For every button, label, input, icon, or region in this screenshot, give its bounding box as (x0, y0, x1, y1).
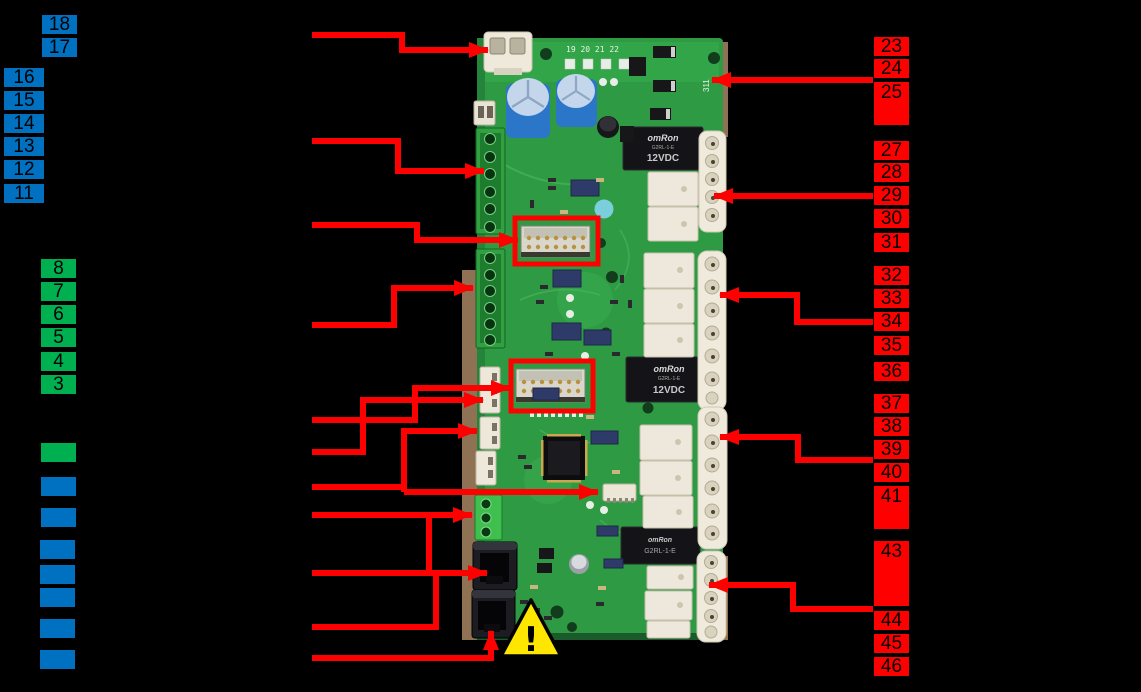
right-label-37: 37 (873, 393, 910, 414)
right-label-25: 25 (873, 81, 910, 126)
svg-text:G2RL-1-E: G2RL-1-E (652, 145, 675, 151)
green-terminal-2 (475, 248, 506, 349)
leader-left-2 (312, 138, 485, 179)
right-label-45: 45 (873, 633, 910, 654)
svg-text:!: ! (523, 620, 539, 660)
leader-right-5 (708, 577, 873, 612)
right-label-30: 30 (873, 208, 910, 229)
left-label-7: 7 (40, 281, 77, 302)
legend-swatch-blue-3 (39, 539, 76, 560)
black-connector-1 (472, 541, 518, 591)
right-label-35: 35 (873, 335, 910, 356)
right-connector-strips (696, 130, 728, 643)
legend-swatch-blue-7 (39, 649, 76, 670)
svg-text:omRon: omRon (648, 133, 679, 143)
right-label-41: 41 (873, 485, 910, 530)
legend-swatch-blue-4 (39, 564, 76, 585)
left-label-3: 3 (40, 374, 77, 395)
legend-swatch-blue-6 (39, 618, 76, 639)
left-label-8: 8 (40, 258, 77, 279)
left-label-11: 11 (3, 183, 45, 204)
microcontroller-chip (541, 434, 588, 483)
relay-black-3: omRon G2RL-1-E (620, 526, 701, 565)
right-label-27: 27 (873, 140, 910, 161)
svg-text:12VDC: 12VDC (647, 153, 679, 164)
left-label-5: 5 (40, 327, 77, 348)
right-label-36: 36 (873, 361, 910, 382)
legend-swatch-blue-2 (40, 507, 77, 528)
ribbon-connector-1 (520, 225, 591, 258)
leader-right-4 (719, 429, 873, 463)
leader-right-3 (719, 287, 873, 325)
capacitor-small (597, 116, 619, 138)
svg-text:omRon: omRon (648, 537, 672, 544)
leader-left-6 (312, 392, 484, 455)
left-label-13: 13 (3, 136, 45, 157)
right-label-46: 46 (873, 656, 910, 677)
white-connector-c (475, 450, 497, 486)
svg-text:omRon: omRon (654, 364, 685, 374)
left-label-4: 4 (40, 351, 77, 372)
silkscreen-top-text: 19 20 21 22 (566, 45, 619, 54)
left-label-15: 15 (3, 90, 45, 111)
black-connector-2 (471, 589, 516, 639)
right-label-31: 31 (873, 232, 910, 253)
legend-swatch-green (40, 442, 77, 463)
leader-left-3 (312, 222, 519, 248)
leader-left-10 (312, 576, 439, 630)
white-relays (639, 171, 699, 639)
warning-triangle-icon: ! (499, 598, 563, 660)
pcb-board: 19 20 21 22 311 (471, 31, 728, 643)
relay-black-1: omRon G2RL-1-E 12VDC (622, 126, 704, 171)
leader-left-1 (312, 32, 489, 58)
capacitor-1 (506, 78, 550, 138)
right-label-24: 24 (873, 58, 910, 79)
silkscreen-dashes (530, 412, 583, 417)
left-label-18: 18 (41, 14, 78, 35)
annotation-layer (312, 32, 873, 661)
silkscreen-pads (564, 58, 630, 514)
right-label-33: 33 (873, 288, 910, 309)
white-connector-b (479, 416, 501, 450)
green-terminal-3 (474, 494, 503, 541)
right-label-23: 23 (873, 36, 910, 57)
right-label-32: 32 (873, 265, 910, 286)
left-label-14: 14 (3, 113, 45, 134)
svg-text:G2RL-1-E: G2RL-1-E (644, 548, 676, 555)
highlight-box-ribbon-2 (508, 358, 596, 414)
leader-left-7a (401, 423, 478, 492)
leader-left-11 (312, 630, 499, 661)
right-label-43: 43 (873, 540, 910, 607)
svg-text:G2RL-1-E: G2RL-1-E (658, 376, 681, 382)
teal-dot (594, 199, 614, 219)
right-strip-4 (696, 550, 727, 643)
left-label-12: 12 (3, 159, 45, 180)
right-label-34: 34 (873, 311, 910, 332)
right-strip-2 (697, 250, 727, 411)
smd-components (518, 46, 676, 620)
left-label-17: 17 (41, 37, 78, 58)
left-label-6: 6 (40, 304, 77, 325)
right-label-38: 38 (873, 416, 910, 437)
right-strip-1 (698, 130, 727, 233)
power-connector (483, 31, 533, 75)
legend-swatch-blue-5 (39, 587, 76, 608)
small-white-connector (602, 483, 637, 503)
svg-text:12VDC: 12VDC (653, 385, 685, 396)
right-label-44: 44 (873, 610, 910, 631)
white-connector-top (473, 100, 496, 126)
right-label-39: 39 (873, 439, 910, 460)
leader-left-4 (312, 280, 474, 328)
silkscreen-side-text: 311 (702, 79, 711, 92)
right-label-28: 28 (873, 162, 910, 183)
right-strip-3 (697, 406, 728, 550)
capacitor-2 (556, 74, 597, 127)
right-label-40: 40 (873, 462, 910, 483)
green-terminal-1 (475, 127, 506, 235)
legend-swatch-blue-1 (40, 476, 77, 497)
right-label-29: 29 (873, 185, 910, 206)
left-label-16: 16 (3, 67, 45, 88)
